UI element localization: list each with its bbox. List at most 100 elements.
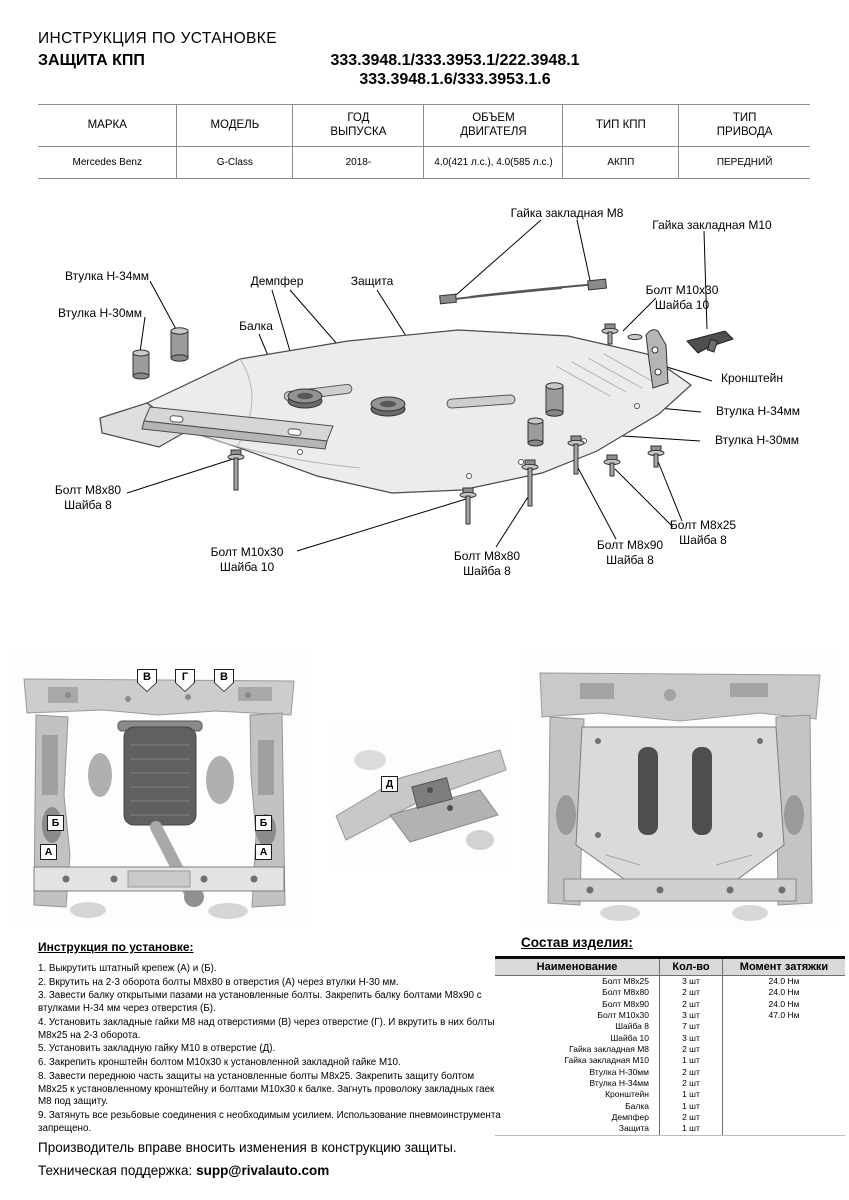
part-qty: 2 шт (659, 1078, 723, 1090)
part-torque (722, 1100, 845, 1113)
photo-marker: В (137, 669, 157, 692)
part-qty: 2 шт (659, 1044, 723, 1056)
parts-heading: Состав изделия: (521, 935, 633, 950)
spec-gearbox: АКПП (562, 146, 679, 179)
instruction-step: 5. Установить закладную гайку М10 в отве… (38, 1043, 276, 1055)
part-name: Болт М8х80 (602, 987, 649, 998)
marker-letter: В (215, 670, 233, 691)
photo-marker: Б (255, 815, 272, 831)
part-name: Гайка закладная М8 (569, 1043, 649, 1054)
instruction-step: 3. Завести балку открытыми пазами на уст… (38, 990, 482, 1015)
part-name: Болт М8х90 (602, 998, 649, 1009)
parts-list: Состав изделия: Наименование Кол-во Моме… (495, 935, 845, 1137)
spec-col-drive: ТИП ПРИВОДА (678, 104, 810, 147)
manufacturer-note: Производитель вправе вносить изменения в… (38, 1140, 457, 1155)
part-qty: 2 шт (659, 1112, 723, 1124)
spec-model: G-Class (176, 146, 293, 179)
part-qty: 2 шт (659, 987, 723, 999)
label-bolt-m8x80-left: Болт М8х80 Шайба 8 (54, 483, 122, 512)
part-numbers-line2: 333.3948.1.6/333.3953.1.6 (359, 71, 551, 88)
label-damper: Демпфер (250, 274, 304, 288)
part-name: Гайка закладная М10 (564, 1055, 649, 1066)
instruction-steps: 1. Выкрутить штатный крепеж (А) и (Б). 2.… (38, 963, 502, 1136)
part-torque: 24.0 Нм (722, 999, 845, 1011)
spec-col-brand: МАРКА (38, 104, 177, 147)
label-bushing-h30-left: Втулка Н-30мм (57, 306, 143, 320)
part-qty: 1 шт (659, 1089, 723, 1101)
instruction-step: 2. Вкрутить на 2-3 оборота болты М8х80 в… (38, 976, 399, 988)
bracket-shape (645, 329, 669, 389)
photo-frame-closeup: Д (330, 720, 512, 870)
label-bolt-m8x80-center: Болт М8х80 Шайба 8 (453, 549, 521, 578)
part-name: Кронштейн (605, 1089, 649, 1100)
photo-marker: А (40, 844, 57, 860)
parts-row: Шайба 8 7 шт (495, 1021, 845, 1033)
installation-instructions: Инструкция по установке: 1. Выкрутить шт… (38, 940, 502, 1137)
spec-header-row: МАРКА МОДЕЛЬ ГОД ВЫПУСКА ОБЪЕМ ДВИГАТЕЛЯ… (38, 104, 810, 147)
part-torque: 47.0 Нм (722, 1010, 845, 1022)
support-email: supp@rivalauto.com (196, 1163, 330, 1178)
instruction-step: 1. Выкрутить штатный крепеж (А) и (Б). (38, 963, 217, 974)
label-bracket: Кронштейн (721, 371, 783, 385)
spec-col-gearbox: ТИП КПП (562, 104, 679, 147)
instruction-step: 4. Установить закладные гайки М8 над отв… (38, 1016, 495, 1041)
spec-engine: 4.0(421 л.с.), 4.0(585 л.с.) (423, 146, 563, 179)
parts-header-row: Наименование Кол-во Момент затяжки (495, 957, 845, 976)
part-name: Демпфер (611, 1112, 649, 1123)
part-torque (722, 1021, 845, 1033)
part-qty: 7 шт (659, 1021, 723, 1033)
part-torque (722, 1066, 845, 1079)
part-qty: 3 шт (659, 1033, 723, 1045)
part-torque (722, 1044, 845, 1056)
label-bolt-m10x30-right: Болт М10х30 Шайба 10 (645, 283, 719, 312)
marker-letter: Г (176, 670, 194, 691)
parts-row: Кронштейн 1 шт (495, 1089, 845, 1101)
spec-col-year: ГОД ВЫПУСКА (292, 104, 424, 147)
bushings-left (132, 327, 189, 380)
parts-row: Гайка закладная М10 1 шт (495, 1055, 845, 1067)
spec-drive: ПЕРЕДНИЙ (678, 146, 810, 179)
bolts (227, 323, 665, 525)
label-bushing-h34-right: Втулка Н-34мм (715, 404, 801, 418)
photo-left-art (23, 678, 295, 919)
marker-letter: В (138, 670, 156, 691)
photo-marker: Б (47, 815, 64, 831)
label-protection: Защита (350, 274, 394, 288)
part-name: Балка (625, 1100, 649, 1111)
part-qty: 1 шт (659, 1101, 723, 1113)
photo-marker: В (214, 669, 234, 692)
parts-col-torque: Момент затяжки (722, 957, 845, 976)
part-name: Болт М8х25 (602, 975, 649, 986)
photo-underbody-installed (520, 655, 838, 928)
label-bolt-m8x90: Болт М8х90 Шайба 8 (596, 538, 664, 567)
part-torque (722, 1055, 845, 1067)
photo-mid-art (335, 749, 507, 850)
label-bushing-h34-left: Втулка Н-34мм (64, 269, 150, 283)
part-qty: 2 шт (659, 1067, 723, 1079)
spec-col-engine: ОБЪЕМ ДВИГАТЕЛЯ (423, 104, 563, 147)
embedded-nut-m8-parts (439, 278, 608, 305)
spec-data-row: Mercedes Benz G-Class 2018- 4.0(421 л.с.… (38, 146, 810, 179)
exploded-view-diagram: Гайка закладная М8 Гайка закладная М10 В… (0, 200, 849, 650)
parts-row: Гайка закладная М8 2 шт (495, 1043, 845, 1056)
photo-marker: Д (381, 776, 398, 792)
vehicle-spec-table: МАРКА МОДЕЛЬ ГОД ВЫПУСКА ОБЪЕМ ДВИГАТЕЛЯ… (38, 104, 810, 179)
instruction-step: 9. Затянуть все резьбовые соединения с н… (38, 1110, 501, 1134)
instructions-heading: Инструкция по установке: (38, 940, 194, 954)
part-qty: 2 шт (659, 999, 723, 1011)
part-name: Защита (495, 1124, 660, 1137)
part-name: Шайба 8 (615, 1021, 649, 1032)
parts-row: Болт М8х90 2 шт 24.0 Нм (495, 998, 845, 1011)
photo-marker: А (255, 844, 272, 860)
exploded-diagram-art (99, 219, 734, 552)
embedded-nut-m10-part (686, 330, 734, 354)
part-name: Втулка Н-34мм (589, 1078, 649, 1089)
label-embedded-nut-m8: Гайка закладная М8 (510, 206, 624, 220)
part-name: Шайба 10 (610, 1032, 649, 1043)
part-torque (722, 1123, 845, 1137)
part-torque (722, 1089, 845, 1101)
label-bolt-m10x30-bottom: Болт М10х30 Шайба 10 (210, 545, 284, 574)
part-torque (722, 1112, 845, 1124)
spec-year: 2018- (292, 146, 424, 179)
